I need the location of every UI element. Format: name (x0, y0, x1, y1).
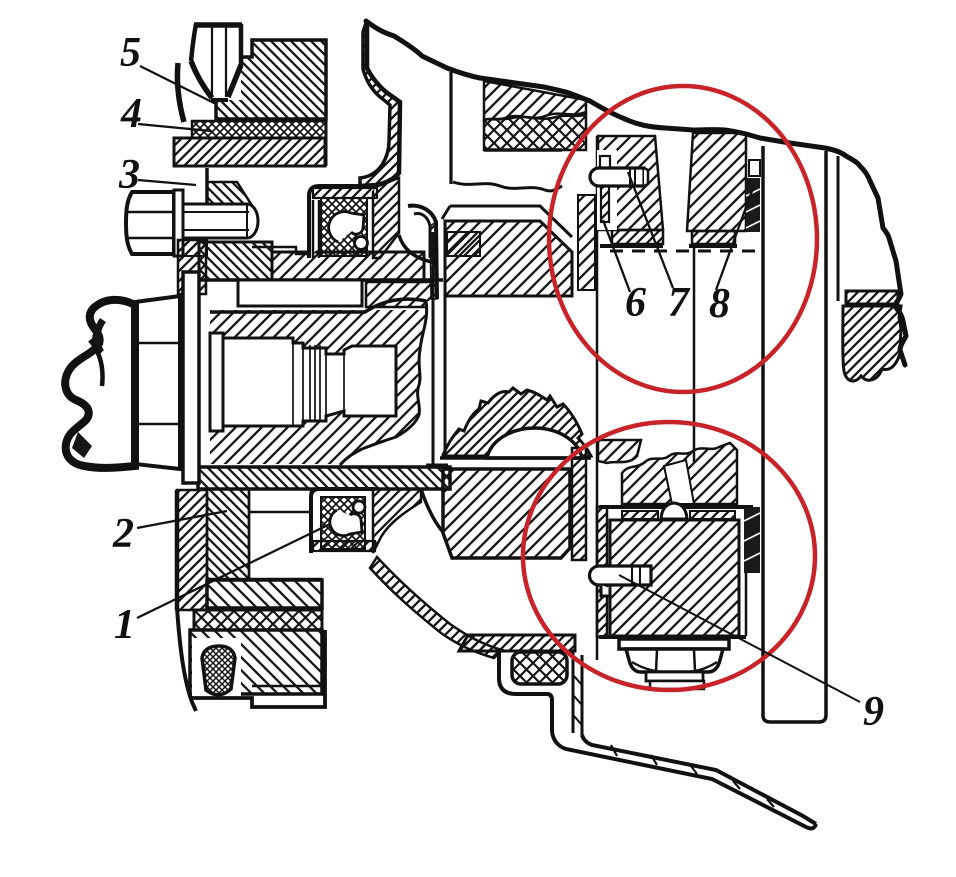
svg-text:7: 7 (668, 280, 691, 326)
svg-text:4: 4 (120, 91, 142, 137)
svg-text:3: 3 (118, 152, 140, 198)
svg-text:6: 6 (625, 280, 646, 326)
svg-text:1: 1 (114, 602, 135, 648)
svg-text:2: 2 (112, 511, 134, 557)
svg-text:5: 5 (120, 30, 141, 76)
svg-text:9: 9 (863, 689, 884, 735)
svg-text:8: 8 (709, 281, 730, 327)
